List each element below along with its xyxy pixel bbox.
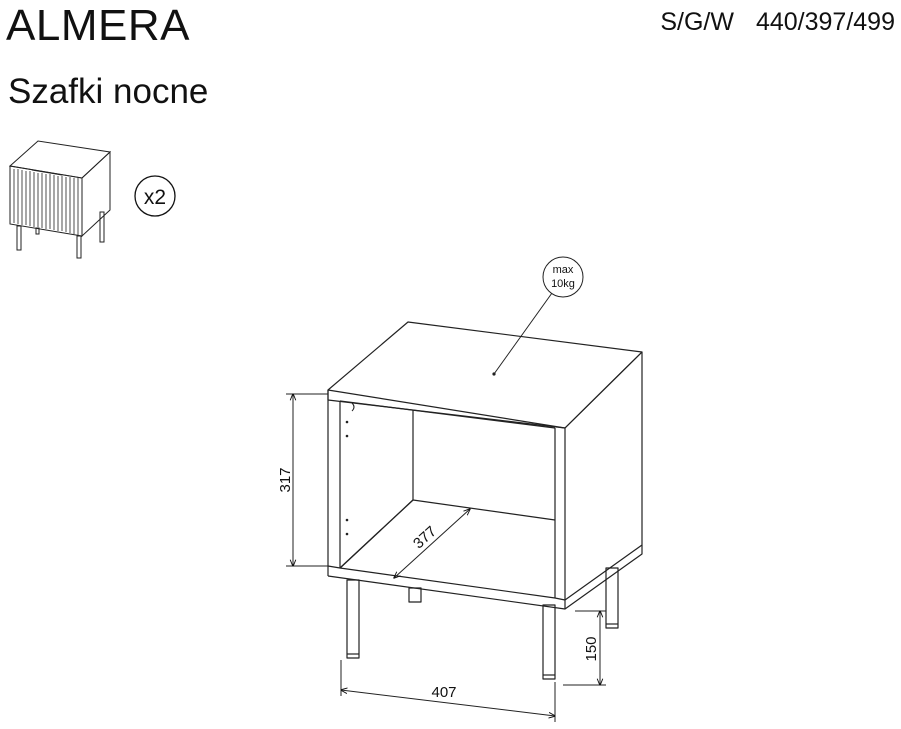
product-category: Szafki nocne bbox=[8, 72, 209, 111]
depth-dimension: 377 bbox=[394, 509, 470, 578]
leg-dimension: 150 bbox=[563, 611, 606, 685]
load-label-weight: 10kg bbox=[551, 278, 575, 290]
width-dimension: 407 bbox=[341, 660, 555, 722]
quantity-badge: x2 bbox=[134, 175, 176, 217]
quantity-label: x2 bbox=[144, 186, 166, 209]
width-dim-label: 407 bbox=[431, 684, 456, 701]
height-dim-label: 317 bbox=[277, 467, 294, 492]
top-panel bbox=[327, 321, 643, 429]
nightstand-drawing bbox=[327, 321, 643, 680]
nightstand-thumbnail bbox=[8, 140, 112, 259]
overall-dimensions: S/G/W 440/397/499 bbox=[638, 10, 895, 35]
load-annotation: max 10kg bbox=[493, 256, 584, 375]
depth-dim-label: 377 bbox=[410, 523, 440, 552]
dims-label: S/G/W bbox=[660, 8, 734, 36]
leg-dim-label: 150 bbox=[583, 636, 600, 661]
load-label-max: max bbox=[553, 264, 574, 276]
dims-value: 440/397/499 bbox=[755, 8, 895, 36]
height-dimension: 317 bbox=[277, 394, 328, 566]
product-title: ALMERA bbox=[6, 1, 190, 50]
legs bbox=[346, 567, 619, 680]
